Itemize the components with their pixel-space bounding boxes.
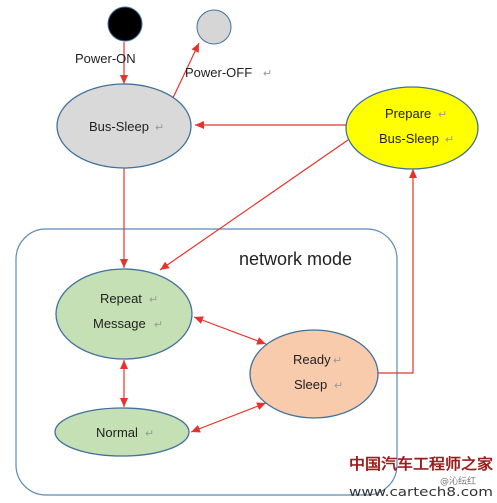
sleep-paragraph-mark: ↵	[334, 380, 343, 392]
normal-label: Normal	[96, 425, 138, 440]
repeat-paragraph-mark: ↵	[149, 294, 158, 306]
bus-sleep-node	[56, 83, 192, 169]
arrow-repeat-readysleep	[193, 316, 267, 345]
power-off-label: Power-OFF	[185, 65, 252, 80]
watermark-url: www.cartech8.com	[349, 485, 493, 499]
power-off-node	[196, 9, 232, 45]
prepare-label: Prepare	[385, 106, 431, 121]
arrow-prepare-to-repeat	[159, 139, 349, 271]
bus-sleep-line-paragraph-mark: ↵	[445, 134, 454, 146]
ready-label: Ready	[293, 352, 331, 367]
sleep-label: Sleep	[294, 377, 327, 392]
arrow-bussleep-to-poweroff	[171, 42, 200, 101]
normal-paragraph-mark: ↵	[145, 428, 154, 440]
bus-sleep-label: Bus-Sleep	[89, 119, 149, 134]
repeat-label: Repeat	[100, 291, 142, 306]
ready-sleep-node	[249, 329, 379, 419]
arrow-readysleep-to-prepare	[378, 169, 417, 374]
message-label: Message	[93, 316, 146, 331]
message-paragraph-mark: ↵	[154, 319, 163, 331]
ready-paragraph-mark: ↵	[333, 355, 342, 367]
prepare-paragraph-mark: ↵	[438, 109, 447, 121]
watermark-cn: 中国汽车工程师之家	[349, 455, 493, 473]
power-off-paragraph-mark: ↵	[263, 68, 272, 80]
prepare-bus-sleep-node	[345, 86, 479, 170]
arrow-normal-readysleep	[190, 402, 267, 433]
power-on-label: Power-ON	[75, 51, 136, 66]
bus-sleep-paragraph-mark: ↵	[155, 122, 164, 134]
network-mode-region	[15, 228, 398, 496]
normal-node	[54, 407, 190, 457]
repeat-message-node	[55, 268, 193, 360]
watermark-small: @沁纭红	[440, 475, 476, 487]
bus-sleep-line-label: Bus-Sleep	[379, 131, 439, 146]
network-mode-label: network mode	[239, 249, 352, 269]
power-on-node	[107, 6, 143, 42]
